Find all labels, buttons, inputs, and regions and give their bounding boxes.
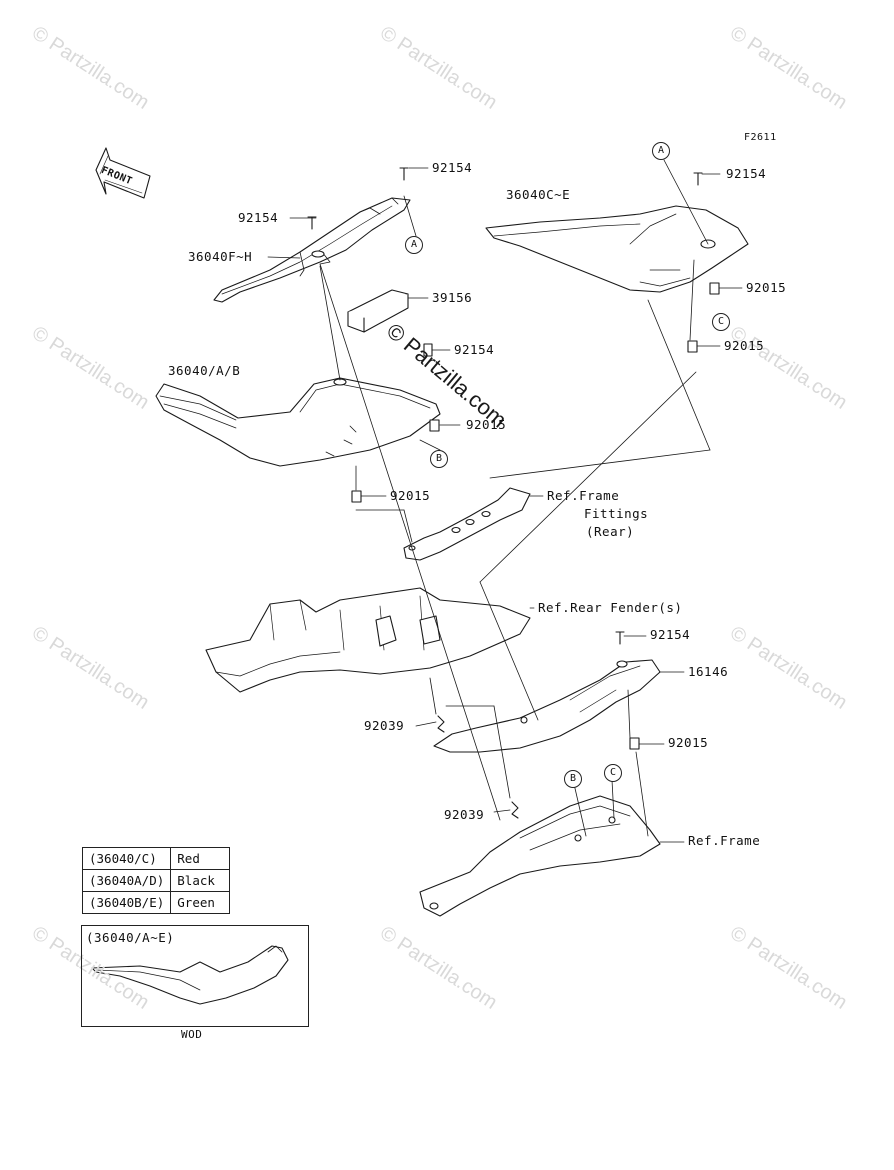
marker-b: B [430, 450, 448, 468]
inset-caption: WOD [181, 1028, 203, 1041]
callout-92015: 92015 [466, 417, 507, 432]
marker-c: C [712, 313, 730, 331]
left-side-cover [155, 377, 441, 467]
figure-code: F2611 [744, 132, 777, 143]
sponge-block [347, 289, 409, 333]
callout-92039: 92039 [444, 807, 485, 822]
callout-ref-rear-fender: Ref.Rear Fender(s) [538, 600, 683, 615]
callout-92154: 92154 [238, 210, 279, 225]
inset-box: (36040/A~E) [81, 925, 309, 1027]
callout-36040f-h: 36040F~H [188, 249, 253, 264]
marker-a: A [652, 142, 670, 160]
callout-92015: 92015 [724, 338, 765, 353]
lower-frame [419, 795, 661, 917]
rear-fender [205, 587, 531, 693]
callout-ref-frame-fittings: Fittings [584, 506, 649, 521]
marker-b: B [564, 770, 582, 788]
callout-ref-frame-fittings: (Rear) [586, 524, 635, 539]
front-arrow-icon [95, 147, 151, 199]
leader-lines [267, 159, 743, 843]
marker-a: A [405, 236, 423, 254]
callout-36040c-e: 36040C~E [506, 187, 571, 202]
right-side-cover [485, 205, 749, 293]
color-name: Red [170, 847, 231, 870]
table-row: (36040A/D) Black [81, 869, 231, 892]
marker-c: C [604, 764, 622, 782]
color-table: (36040/C) Red (36040A/D) Black (36040B/E… [81, 847, 231, 914]
callout-92154: 92154 [650, 627, 691, 642]
callout-92039: 92039 [364, 718, 405, 733]
callout-92015: 92015 [390, 488, 431, 503]
color-code: (36040A/D) [81, 869, 172, 892]
callout-39156: 39156 [432, 290, 473, 305]
color-code: (36040B/E) [81, 891, 172, 914]
callout-92015: 92015 [746, 280, 787, 295]
frame-fittings-rear [403, 487, 531, 561]
callout-ref-frame-fittings: Ref.Frame [547, 488, 620, 503]
callout-36040-a-b: 36040/A/B [168, 363, 241, 378]
color-code: (36040/C) [81, 847, 172, 870]
callout-92154: 92154 [726, 166, 767, 181]
color-name: Green [170, 891, 231, 914]
inset-cover-drawing [91, 945, 289, 1005]
callout-ref-frame: Ref.Frame [688, 833, 761, 848]
table-row: (36040/C) Red [81, 847, 231, 870]
inset-title: (36040/A~E) [86, 930, 175, 945]
callout-92015: 92015 [668, 735, 709, 750]
color-name: Black [170, 869, 231, 892]
callout-92154: 92154 [432, 160, 473, 175]
fastener-icons [307, 167, 720, 819]
table-row: (36040B/E) Green [81, 891, 231, 914]
callout-16146: 16146 [688, 664, 729, 679]
callout-92154: 92154 [454, 342, 495, 357]
